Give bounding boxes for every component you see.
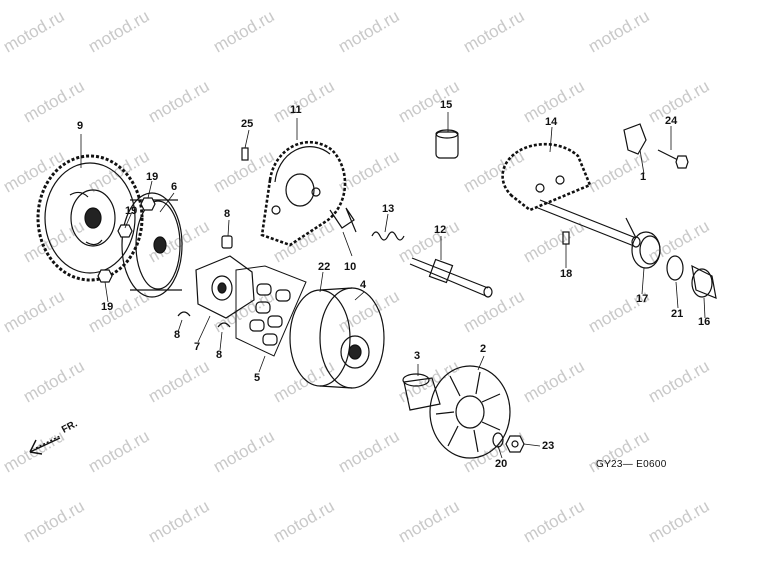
callout-10: 10: [344, 261, 357, 273]
callout-7: 7: [194, 341, 201, 353]
callout-16: 16: [698, 316, 711, 328]
drive-face-boss: [402, 373, 441, 411]
washer-21: [666, 255, 684, 281]
clutch-outer: [121, 192, 183, 298]
callout-12: 12: [434, 224, 447, 236]
callout-19-bottom: 19: [101, 301, 114, 313]
kick-spindle-gear: [501, 142, 641, 248]
callout-3: 3: [414, 350, 421, 362]
spring-13: [371, 231, 405, 241]
callout-25: 25: [241, 118, 254, 130]
callout-2: 2: [480, 343, 487, 355]
bolt-18: [562, 231, 570, 245]
bolts-19: [97, 197, 156, 283]
drawing-code: GY23— E0600: [596, 459, 667, 470]
front-direction-arrow: [29, 435, 61, 455]
clip: [329, 207, 357, 233]
starter-driven-gear: [36, 154, 144, 282]
callout-5: 5: [254, 372, 261, 384]
ramp-plate: [195, 255, 255, 319]
pins-8: [177, 235, 233, 328]
callout-19-middle: 19: [125, 205, 138, 217]
callout-13: 13: [382, 203, 395, 215]
callout-20: 20: [495, 458, 508, 470]
callout-15: 15: [440, 99, 453, 111]
callout-1: 1: [640, 171, 647, 183]
leader-lines: [80, 112, 706, 459]
dowel-pin: [241, 147, 249, 161]
collar-16: [691, 264, 717, 299]
callout-6: 6: [171, 181, 178, 193]
callout-24: 24: [665, 115, 678, 127]
callout-17: 17: [636, 293, 649, 305]
callout-8-bottom: 8: [216, 349, 223, 361]
callout-4: 4: [360, 279, 367, 291]
nut-washer: [492, 432, 525, 453]
weight-rollers: [235, 265, 307, 357]
movable-drive-face: [289, 287, 385, 389]
callout-19-top: 19: [146, 171, 159, 183]
callout-11: 11: [290, 104, 302, 116]
kick-driven-gear: [260, 140, 347, 247]
callout-18: 18: [560, 268, 573, 280]
callout-8-left: 8: [174, 329, 181, 341]
callout-14: 14: [545, 116, 558, 128]
callout-22: 22: [318, 261, 331, 273]
callout-9: 9: [77, 120, 84, 132]
callout-8-top: 8: [224, 208, 231, 220]
spindle: [409, 257, 493, 298]
drive-face-fan: [429, 365, 511, 459]
callout-23: 23: [542, 440, 555, 452]
callout-21: 21: [671, 308, 684, 320]
return-spring: [625, 217, 661, 269]
bushing-15: [435, 129, 459, 159]
bracket: [623, 123, 689, 169]
